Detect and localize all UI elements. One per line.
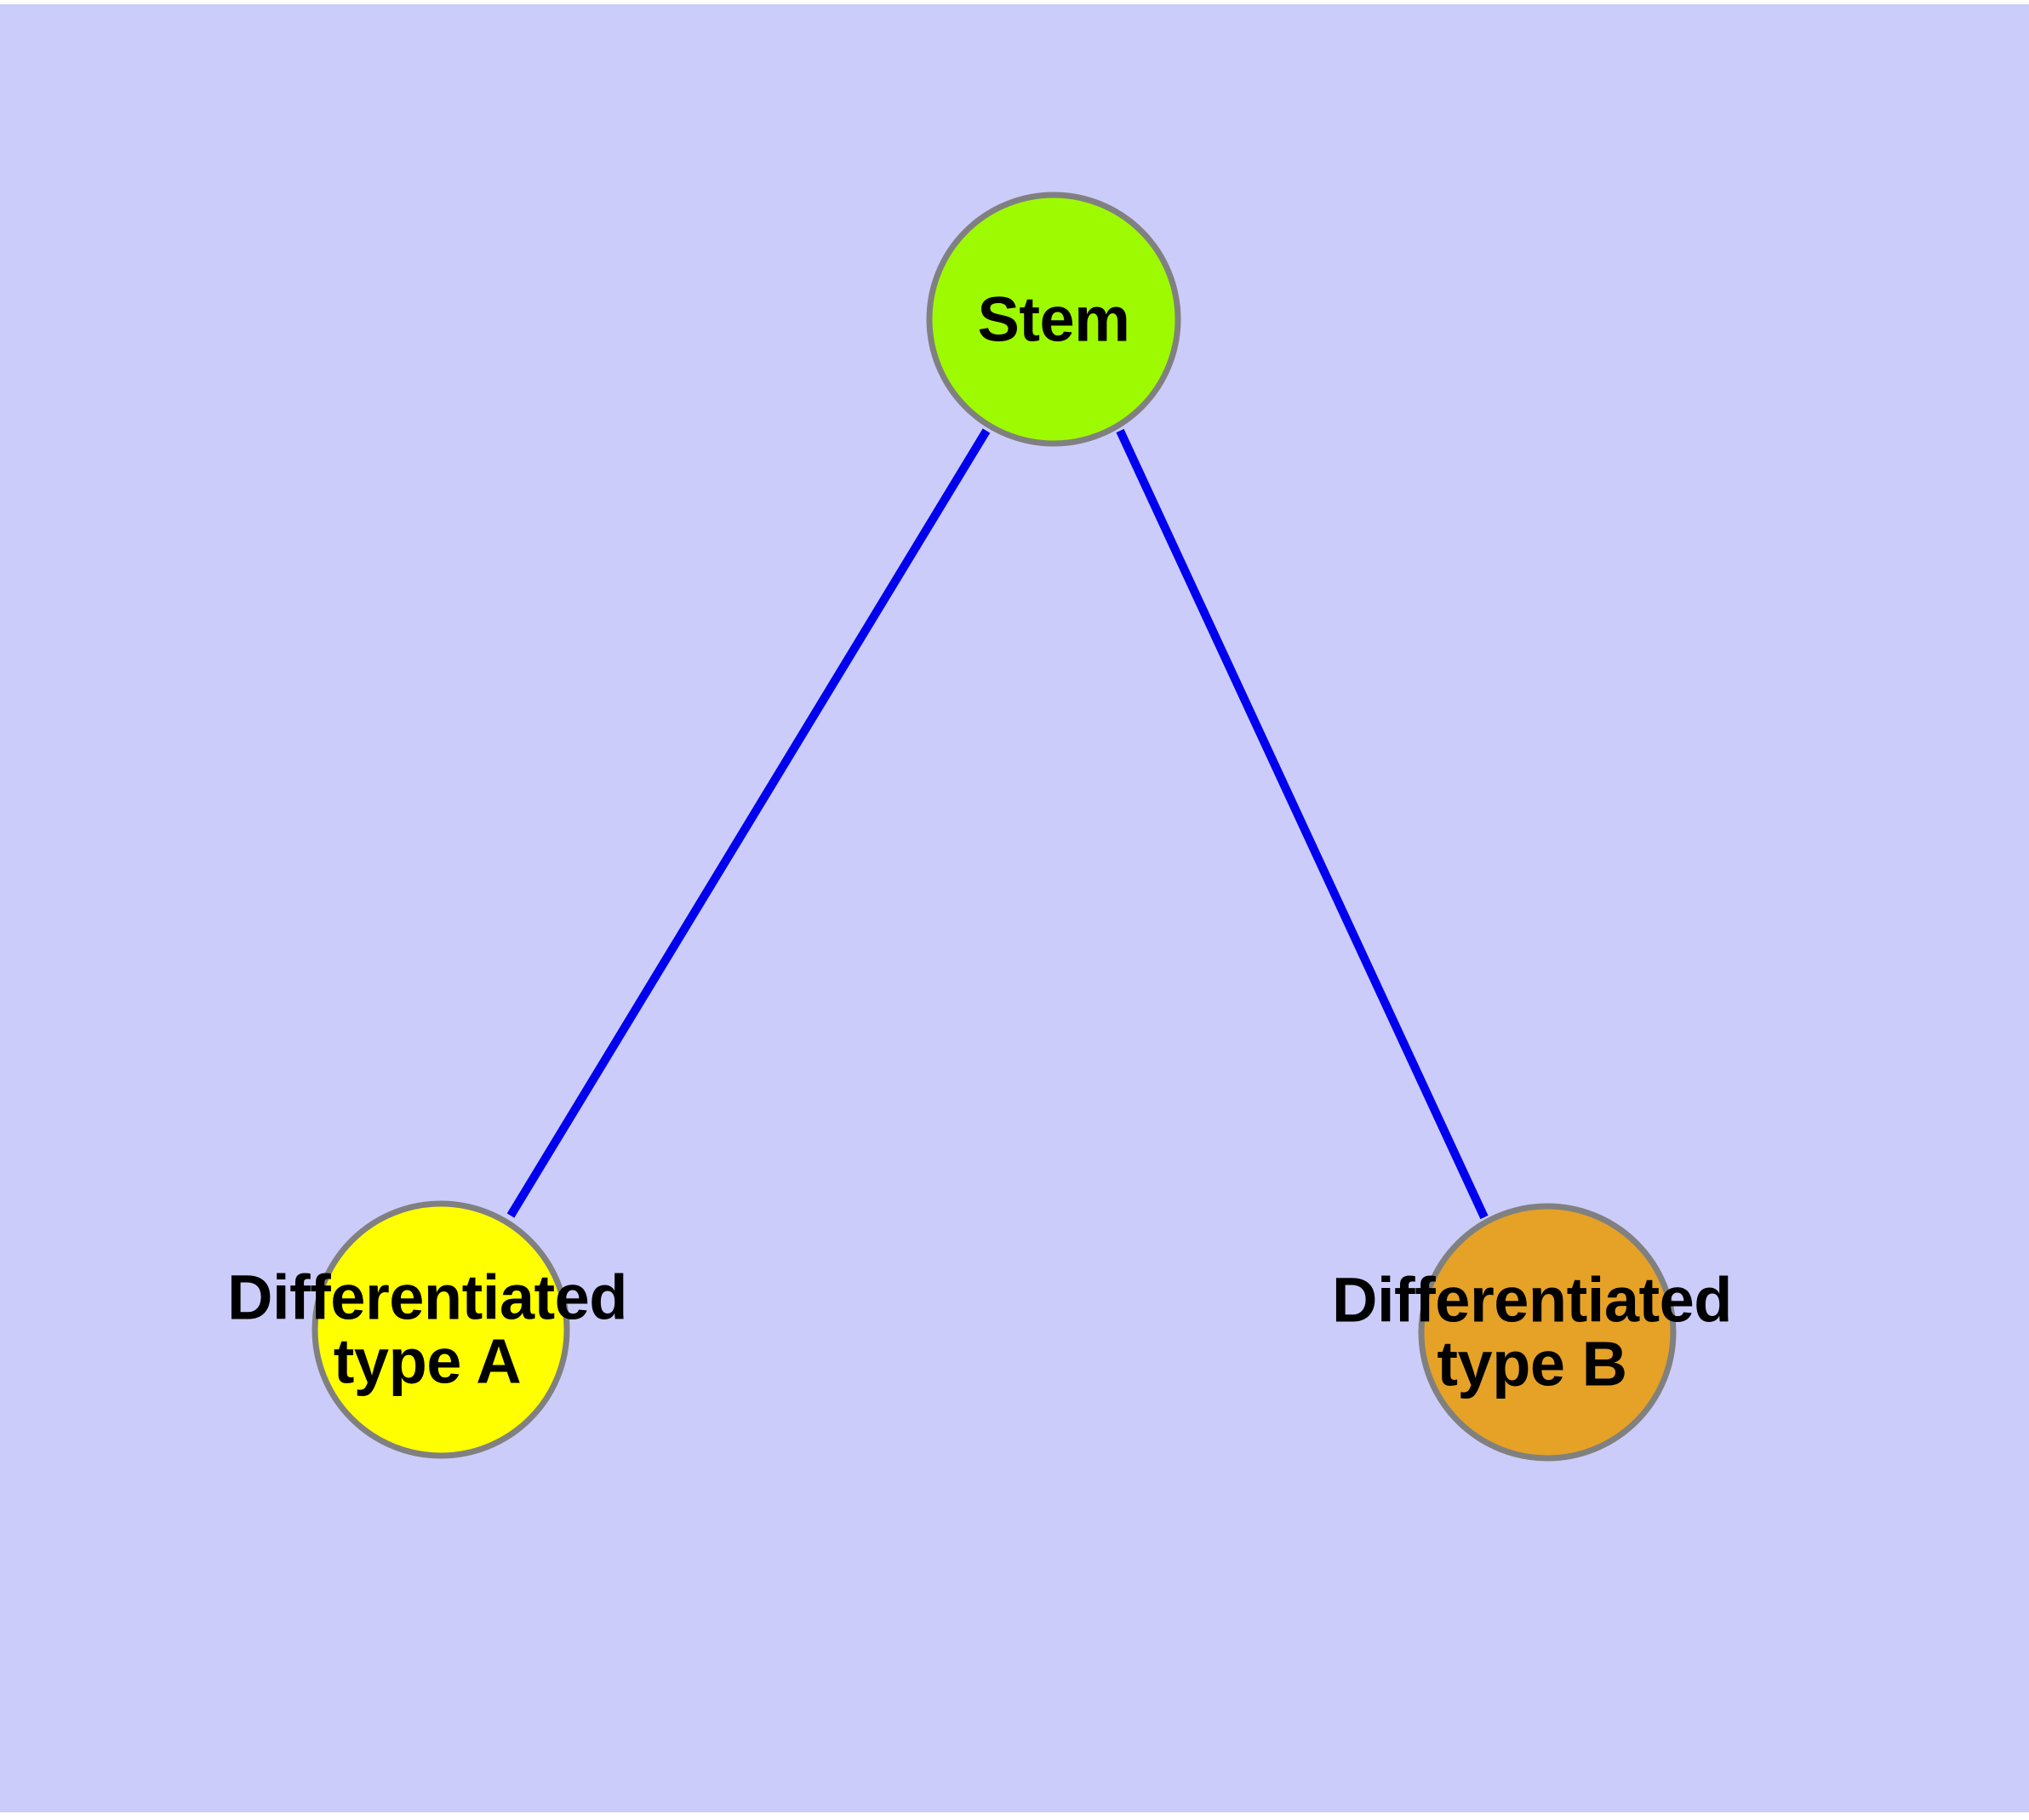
edge-stem-to-differentiated-type-b [1116, 428, 1489, 1220]
edge-stem-to-differentiated-type-a [506, 428, 991, 1218]
edge-layer [506, 428, 1489, 1220]
node-differentiated-type-a[interactable] [311, 1200, 570, 1459]
node-differentiated-type-b[interactable] [1418, 1203, 1677, 1462]
node-stem[interactable] [926, 192, 1181, 447]
node-layer [311, 192, 1677, 1462]
